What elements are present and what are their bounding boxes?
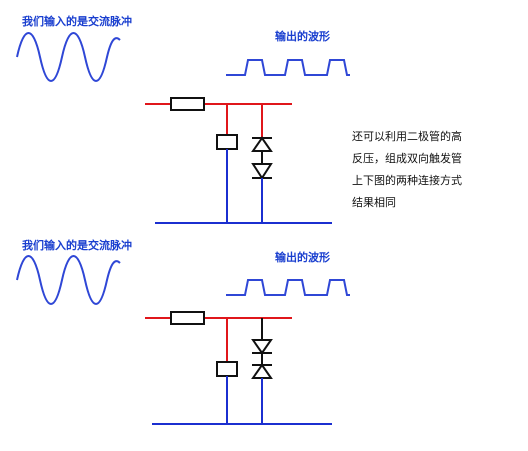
output-square-wave-top <box>226 59 350 76</box>
note-line: 还可以利用二极管的高 <box>352 130 462 143</box>
output-square-wave-bottom <box>226 279 350 296</box>
note-line: 反压，组成双向触发管 <box>352 152 462 165</box>
resistor-bottom <box>170 311 205 325</box>
input-label-bottom: 我们输入的是交流脉冲 <box>22 239 132 252</box>
capacitor-bottom <box>216 361 238 377</box>
input-label-top: 我们输入的是交流脉冲 <box>22 15 132 28</box>
diode-pair-bottom <box>251 339 273 379</box>
input-sine-wave-top <box>16 32 121 82</box>
explanation-note: 还可以利用二极管的高 反压，组成双向触发管 上下图的两种连接方式 结果相同 <box>352 126 522 214</box>
note-line: 上下图的两种连接方式 <box>352 174 462 187</box>
top-panel <box>16 32 350 224</box>
diode-pair-top <box>251 136 273 180</box>
note-line: 结果相同 <box>352 196 396 209</box>
output-label-bottom: 输出的波形 <box>275 251 330 264</box>
output-label-top: 输出的波形 <box>275 30 330 43</box>
bottom-panel <box>16 255 350 425</box>
capacitor-top <box>216 134 238 150</box>
resistor-top <box>170 97 205 111</box>
input-sine-wave-bottom <box>16 255 121 305</box>
